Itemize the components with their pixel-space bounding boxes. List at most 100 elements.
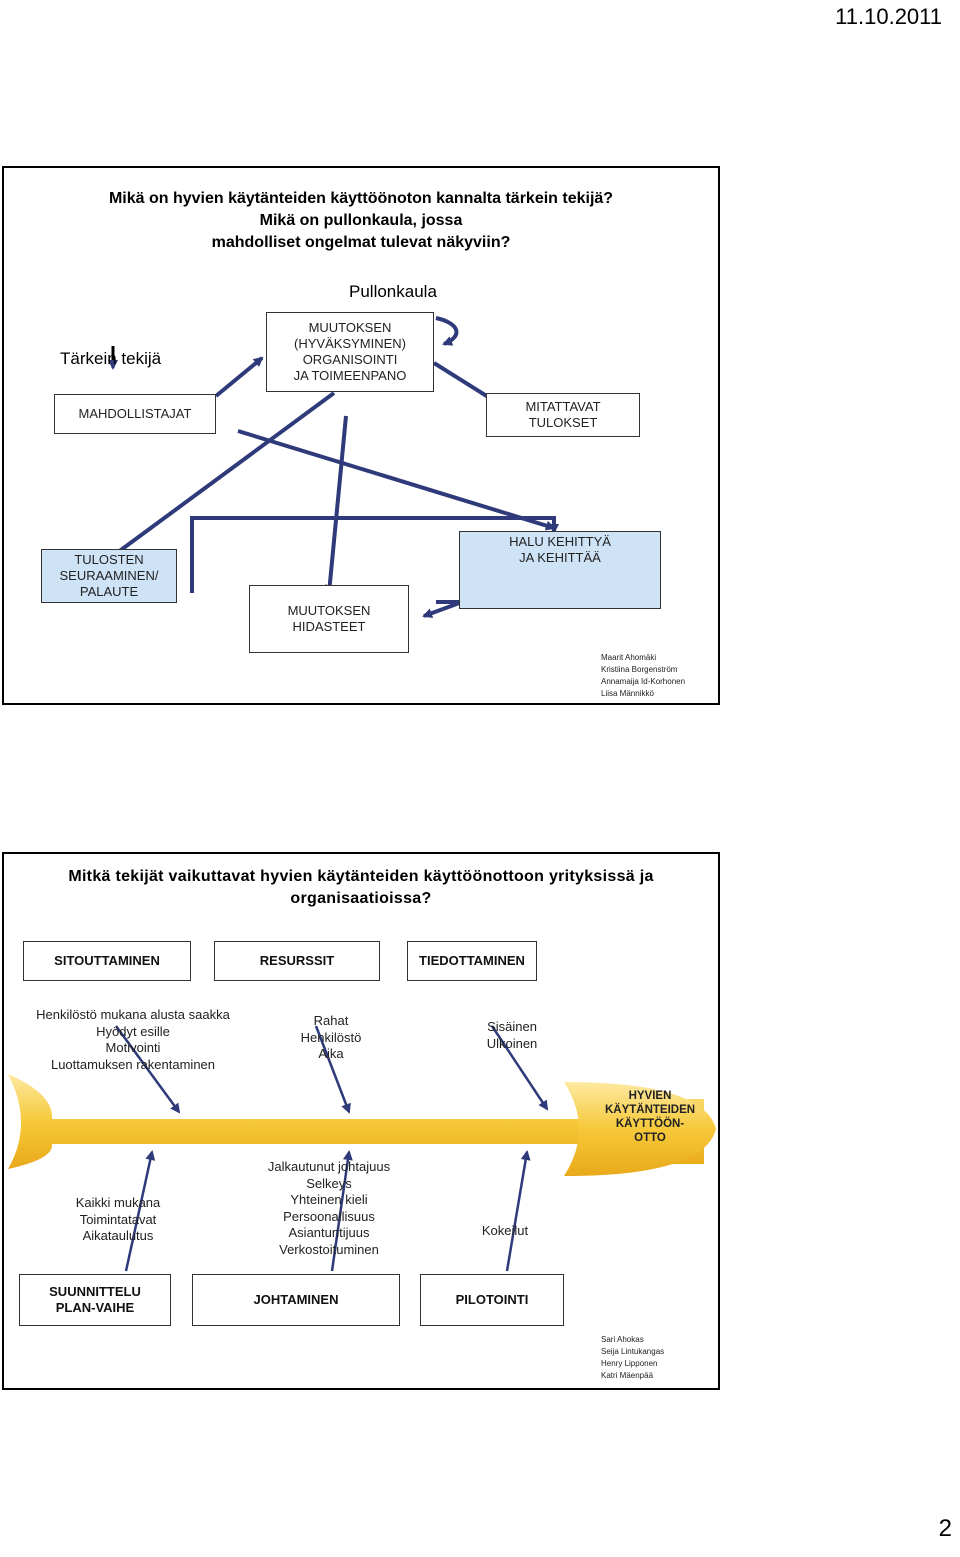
question2-line-2: organisaatioissa? xyxy=(290,890,432,907)
question-line-1: Mikä on hyvien käytänteiden käyttöönoton… xyxy=(108,190,614,207)
list-item: Rahat xyxy=(313,1013,349,1028)
slide-2: Mitkä tekijät vaikuttavat hyvien käytänt… xyxy=(2,852,720,1390)
resurssit-label: RESURSSIT xyxy=(259,953,335,968)
question2-line-1: Mitkä tekijät vaikuttavat hyvien käytänt… xyxy=(68,868,654,885)
box-johtaminen: JOHTAMINEN xyxy=(192,1274,400,1326)
box-sitouttaminen: SITOUTTAMINEN xyxy=(23,941,191,981)
list-item: Hyödyt esille xyxy=(96,1023,170,1039)
head-line-4: OTTO xyxy=(634,1132,666,1144)
list-item: Jalkautunut johtajuus xyxy=(267,1159,391,1174)
arrow-to-hidasteet xyxy=(324,415,348,595)
tarkein-tekija-label: Tärkein tekijä xyxy=(60,349,162,368)
suunnittelu-line-2: PLAN-VAIHE xyxy=(55,1300,135,1315)
box-tulosten-seuraaminen: TULOSTEN SEURAAMINEN/ PALAUTE xyxy=(41,549,177,603)
box-halu-kehittya: HALU KEHITTYÄ JA KEHITTÄÄ xyxy=(459,531,661,609)
list-item: Henkilöstö mukana alusta saakka xyxy=(36,1007,230,1022)
box-muutoksen-organisointi: MUUTOKSEN (HYVÄKSYMINEN) ORGANISOINTI JA… xyxy=(266,312,434,392)
author-3: Henry Lipponen xyxy=(601,1359,658,1368)
box-resurssit: RESURSSIT xyxy=(214,941,380,981)
list-item: Aika xyxy=(318,1046,344,1061)
tulokset-line-2: TULOKSET xyxy=(528,415,598,430)
halu-line-2: JA KEHITTÄÄ xyxy=(519,550,601,565)
organisointi-line-4: JA TOIMEENPANO xyxy=(293,368,407,383)
pilotointi-label: PILOTOINTI xyxy=(455,1292,529,1307)
slide-1-question: Mikä on hyvien käytänteiden käyttöönoton… xyxy=(6,188,716,254)
hidasteet-line-1: MUUTOKSEN xyxy=(287,603,371,618)
list-tiedottaminen: Sisäinen Ulkoinen xyxy=(472,1019,552,1052)
author-4: Katri Mäenpää xyxy=(601,1371,654,1380)
slide-1-authors: Maarit Ahomäki Kristiina Borgenström Ann… xyxy=(601,652,685,700)
question-line-3: mahdolliset ongelmat tulevat näkyviin? xyxy=(211,234,511,251)
list-johtaminen: Jalkautunut johtajuus Selkeys Yhteinen k… xyxy=(250,1159,408,1258)
bone-sitouttaminen xyxy=(114,1025,181,1114)
halu-line-1: HALU KEHITTYÄ xyxy=(509,534,611,549)
bone-suunnittelu xyxy=(124,1150,156,1272)
list-item: Kaikki mukana xyxy=(75,1195,161,1210)
arrow-to-seuraaminen xyxy=(104,391,336,563)
bone-resurssit xyxy=(314,1025,351,1114)
bone-johtaminen xyxy=(330,1150,353,1272)
list-item: Sisäinen xyxy=(487,1019,537,1034)
page-number: 2 xyxy=(938,1515,952,1542)
pullonkaula-label: Pullonkaula xyxy=(349,282,437,301)
organisointi-line-1: MUUTOKSEN xyxy=(308,320,392,335)
list-suunnittelu: Kaikki mukana Toimintatavat Aikataulutus xyxy=(60,1195,176,1245)
organisointi-line-3: ORGANISOINTI xyxy=(302,352,398,367)
list-item: Asiantuntijuus xyxy=(288,1225,370,1240)
bone-tiedottaminen xyxy=(490,1025,549,1111)
list-item: Kokeilut xyxy=(481,1223,529,1238)
slide-1: Mikä on hyvien käytänteiden käyttöönoton… xyxy=(2,166,720,705)
arrow-to-halu xyxy=(237,429,556,531)
list-item: Henkilöstö xyxy=(300,1029,362,1045)
fishbone-spine xyxy=(8,1074,704,1169)
sitouttaminen-label: SITOUTTAMINEN xyxy=(54,953,160,968)
list-sitouttaminen: Henkilöstö mukana alusta saakka Hyödyt e… xyxy=(20,1007,246,1073)
arrow-hidasteet-to-halu xyxy=(422,600,463,618)
list-item: Verkostoituminen xyxy=(279,1241,379,1257)
head-line-3: KÄYTTÖÖN- xyxy=(615,1118,685,1130)
author-2: Kristiina Borgenström xyxy=(601,665,678,674)
list-item: Aikataulutus xyxy=(82,1228,154,1243)
list-item: Ulkoinen xyxy=(486,1035,538,1051)
list-item: Selkeys xyxy=(306,1175,352,1191)
tulokset-line-1: MITATTAVAT xyxy=(525,399,601,414)
box-mitattavat-tulokset: MITATTAVAT TULOKSET xyxy=(486,393,640,437)
list-resurssit: Rahat Henkilöstö Aika xyxy=(286,1013,376,1063)
organisointi-line-2: (HYVÄKSYMINEN) xyxy=(294,336,406,351)
slide-1-arrows xyxy=(104,316,559,618)
box-suunnittelu: SUUNNITTELU PLAN-VAIHE xyxy=(19,1274,171,1326)
list-item: Yhteinen kieli xyxy=(290,1192,368,1207)
curved-arrow-icon xyxy=(435,316,459,346)
list-item: Luottamuksen rakentaminen xyxy=(50,1056,216,1072)
question-line-2: Mikä on pullonkaula, jossa xyxy=(259,212,463,229)
box-tiedottaminen: TIEDOTTAMINEN xyxy=(407,941,537,981)
box-pilotointi: PILOTOINTI xyxy=(420,1274,564,1326)
list-item: Toimintatavat xyxy=(79,1211,157,1227)
slide-2-question: Mitkä tekijät vaikuttavat hyvien käytänt… xyxy=(14,866,708,910)
seuraaminen-line-2: SEURAAMINEN/ xyxy=(59,568,159,583)
slide-2-authors: Sari Ahokas Seija Lintukangas Henry Lipp… xyxy=(601,1334,664,1382)
suunnittelu-line-1: SUUNNITTELU xyxy=(49,1284,141,1299)
hidasteet-line-2: HIDASTEET xyxy=(292,619,366,634)
box-mahdollistajat-label: MAHDOLLISTAJAT xyxy=(78,406,192,421)
seuraaminen-line-3: PALAUTE xyxy=(79,584,139,599)
arrow-bracket-to-halu xyxy=(190,516,559,593)
arrow-to-organisointi xyxy=(214,356,264,398)
seuraaminen-line-1: TULOSTEN xyxy=(74,552,144,567)
list-item: Persoonallisuus xyxy=(283,1208,375,1224)
bone-pilotointi xyxy=(505,1150,531,1272)
box-muutoksen-hidasteet: MUUTOKSEN HIDASTEET xyxy=(249,585,409,653)
fish-head-label: HYVIEN KÄYTÄNTEIDEN KÄYTTÖÖN- OTTO xyxy=(592,1089,708,1145)
date-header: 11.10.2011 xyxy=(835,4,942,29)
author-3: Annamaija Id-Korhonen xyxy=(601,677,686,686)
fishbone-head xyxy=(564,1082,716,1176)
head-line-1: HYVIEN xyxy=(628,1090,672,1102)
tiedottaminen-label: TIEDOTTAMINEN xyxy=(419,953,525,968)
list-item: Motivointi xyxy=(105,1040,161,1055)
list-pilotointi: Kokeilut xyxy=(470,1223,540,1240)
author-4: Liisa Männikkö xyxy=(601,689,654,698)
johtaminen-label: JOHTAMINEN xyxy=(253,1292,339,1307)
box-mahdollistajat: MAHDOLLISTAJAT xyxy=(54,394,216,434)
head-line-2: KÄYTÄNTEIDEN xyxy=(604,1104,696,1116)
author-1: Sari Ahokas xyxy=(601,1335,644,1344)
